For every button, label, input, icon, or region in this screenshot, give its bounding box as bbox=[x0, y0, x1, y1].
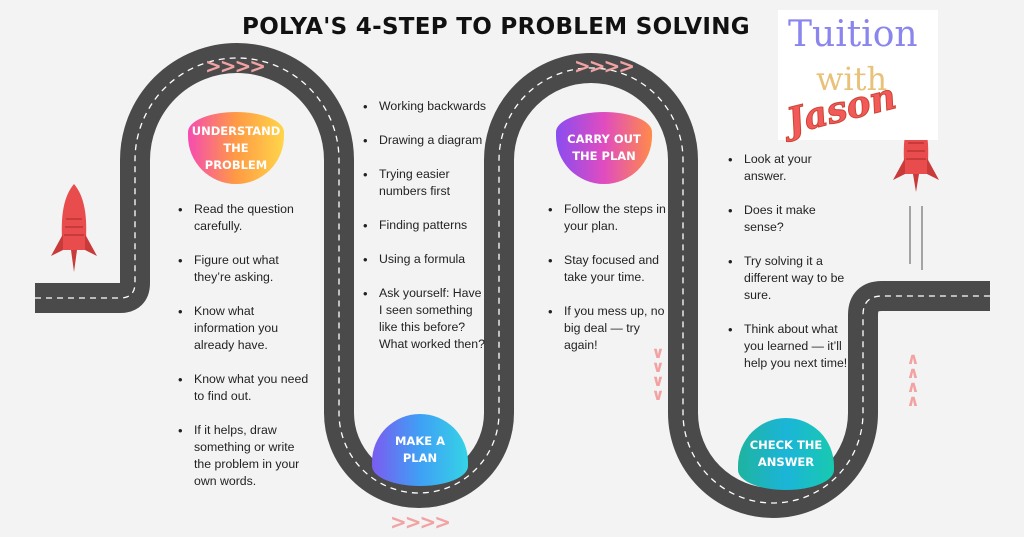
step-plan-badge: MAKE A PLAN bbox=[372, 414, 468, 486]
list-item: Working backwards bbox=[363, 98, 488, 115]
list-item: Trying easier numbers first bbox=[363, 166, 488, 200]
chevron-right-icon: >>>> bbox=[205, 54, 266, 78]
list-item: If you mess up, no big deal — try again! bbox=[548, 303, 673, 354]
list-item: Look at your answer. bbox=[728, 151, 853, 185]
page-title: POLYA'S 4-STEP TO PROBLEM SOLVING bbox=[242, 14, 750, 40]
list-item: Read the question carefully. bbox=[178, 201, 313, 235]
list-item: Drawing a diagram bbox=[363, 132, 488, 149]
logo-line-2: with bbox=[816, 60, 888, 98]
list-item: Know what information you already have. bbox=[178, 303, 313, 354]
list-item: If it helps, draw something or write the… bbox=[178, 422, 313, 490]
list-item: Know what you need to find out. bbox=[178, 371, 313, 405]
plan-list: Working backwards Drawing a diagram Tryi… bbox=[363, 98, 488, 370]
chevron-up-icon: ∧∧∧∧ bbox=[906, 349, 920, 410]
check-list: Look at your answer. Does it make sense?… bbox=[728, 151, 853, 389]
chevron-right-icon: >>>> bbox=[390, 510, 451, 534]
list-item: Figure out what they’re asking. bbox=[178, 252, 313, 286]
list-item: Finding patterns bbox=[363, 217, 488, 234]
logo-line-1: Tuition bbox=[788, 14, 918, 55]
list-item: Using a formula bbox=[363, 251, 488, 268]
list-item: Does it make sense? bbox=[728, 202, 853, 236]
list-item: Stay focused and take your time. bbox=[548, 252, 673, 286]
understand-list: Read the question carefully. Figure out … bbox=[178, 201, 313, 507]
list-item: Follow the steps in your plan. bbox=[548, 201, 673, 235]
chevron-right-icon: >>>> bbox=[574, 54, 635, 78]
list-item: Ask yourself: Have I seen something like… bbox=[363, 285, 488, 353]
list-item: Try solving it a different way to be sur… bbox=[728, 253, 853, 304]
list-item: Think about what you learned — it’ll hel… bbox=[728, 321, 853, 372]
carry-out-list: Follow the steps in your plan. Stay focu… bbox=[548, 201, 673, 371]
step-check-badge: CHECK THE ANSWER bbox=[738, 418, 834, 490]
rocket-icon bbox=[51, 184, 97, 272]
logo: Tuition with Jason bbox=[778, 10, 938, 143]
step-understand-badge: UNDERSTAND THE PROBLEM bbox=[188, 112, 284, 184]
